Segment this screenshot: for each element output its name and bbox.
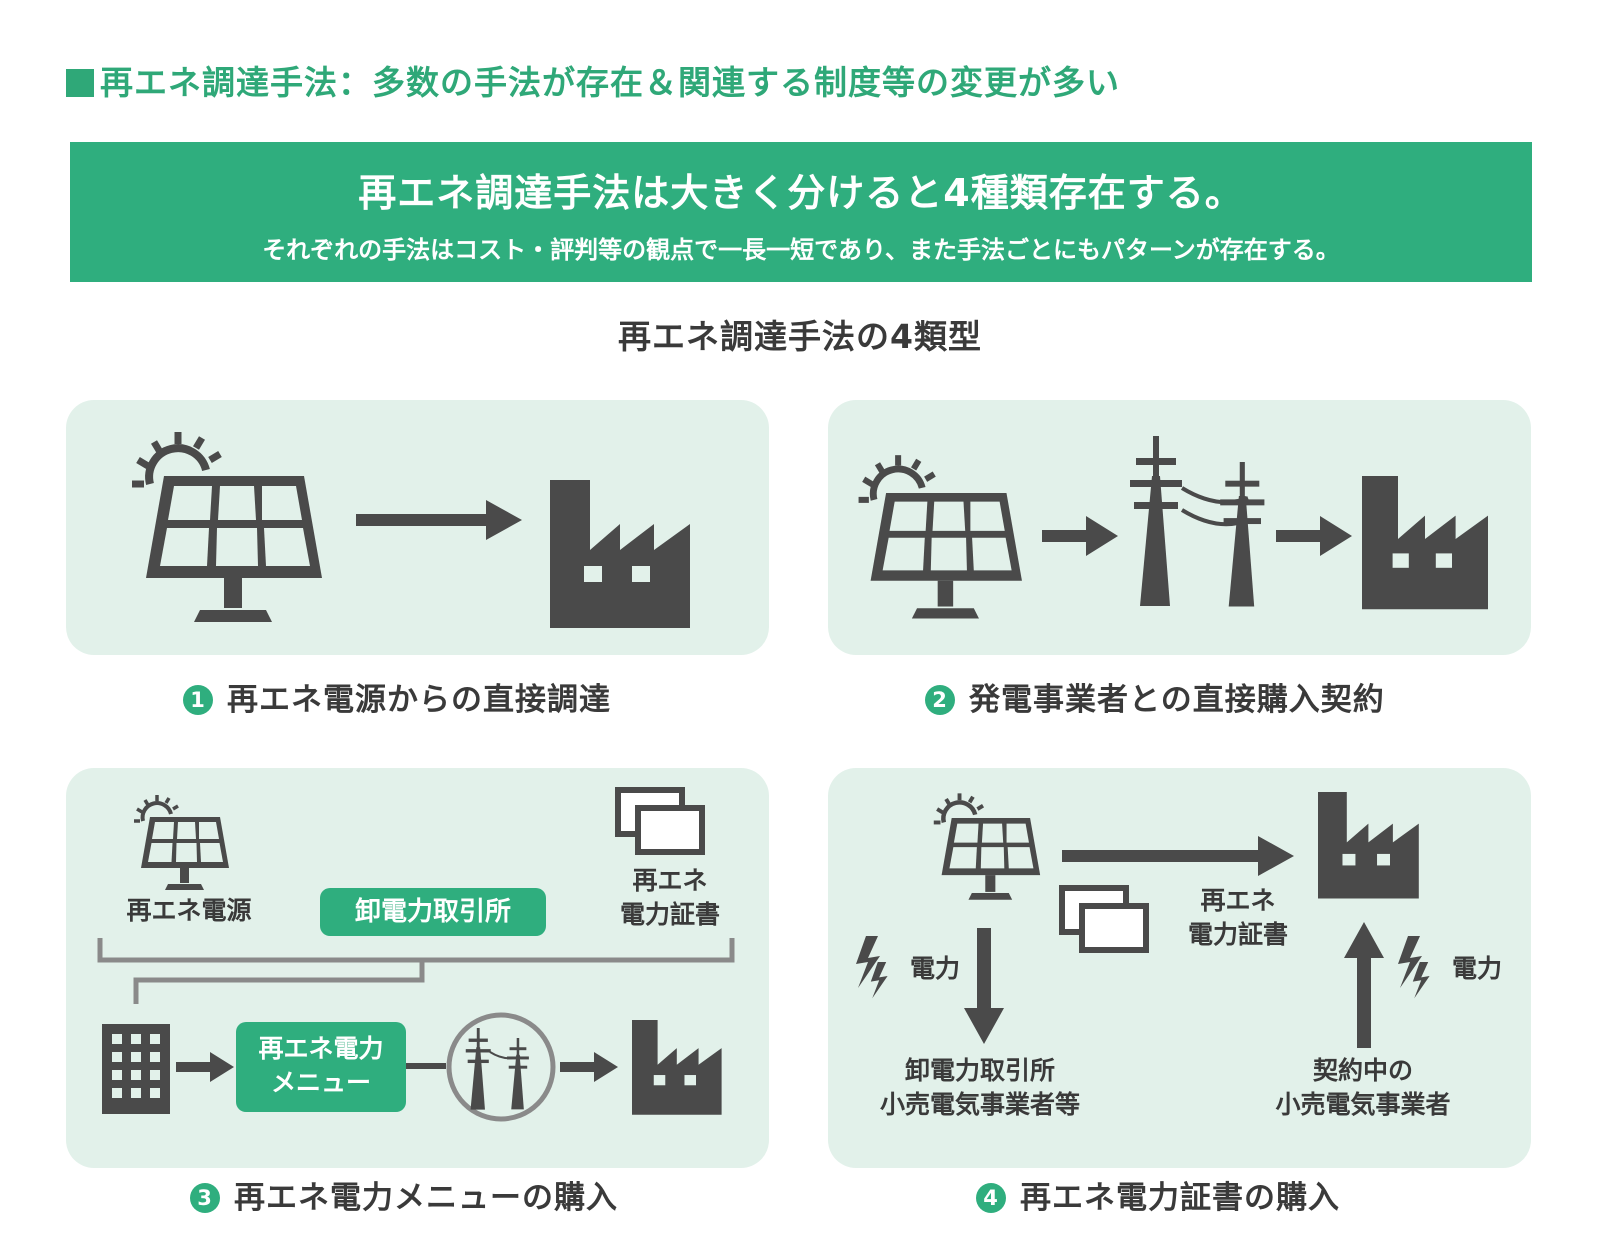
right-source-label: 契約中の 小売電気事業者 (1275, 1056, 1451, 1119)
power-left-label: 電力 (909, 954, 960, 983)
square-bullet-icon (66, 69, 94, 97)
panel-green-menu: 再エネ電源 卸電力取引所 再エネ 電力証書 再エネ電力 メニュー (66, 768, 769, 1168)
page-heading-text: 再エネ調達手法：多数の手法が存在＆関連する制度等の変更が多い (100, 63, 1120, 102)
solar-panel-icon (136, 426, 336, 626)
source-label: 再エネ電源 (126, 896, 252, 925)
wholesale-market-box: 卸電力取引所 (320, 888, 546, 936)
power-right-label: 電力 (1451, 954, 1502, 983)
caption-type-2: 2 発電事業者との直接購入契約 (925, 674, 1385, 719)
caption-text-2: 発電事業者との直接購入契約 (969, 682, 1385, 718)
factory-icon (550, 480, 690, 628)
arrow-right-icon (560, 1052, 618, 1082)
banner-main-text: 再エネ調達手法は大きく分けると4種類存在する。 (358, 171, 1244, 215)
building-icon (102, 1024, 170, 1114)
caption-type-1: 1 再エネ電源からの直接調達 (183, 674, 611, 719)
arrow-right-icon (176, 1052, 234, 1082)
section-title: 再エネ調達手法の4類型 (618, 317, 982, 356)
solar-panel-icon (862, 450, 1042, 630)
arrow-up-icon (1344, 922, 1384, 1048)
caption-text-4: 再エネ電力証書の購入 (1020, 1180, 1340, 1216)
panel-direct-procurement (66, 400, 769, 655)
power-tower-icon (1130, 436, 1265, 607)
banner-sub-text: それぞれの手法はコスト・評判等の観点で一長一短であり、また手法ごとにもパターンが… (262, 236, 1340, 264)
solar-panel-icon (936, 790, 1046, 900)
certificate-label: 再エネ 電力証書 (619, 866, 720, 929)
green-menu-box: 再エネ電力 メニュー (236, 1022, 406, 1112)
factory-icon (632, 1020, 722, 1115)
panel-certificate: 再エネ 電力証書 電力 卸電力取引所 小売電気事業者等 電力 契約中の 小売電気… (828, 768, 1531, 1168)
left-destination-label: 卸電力取引所 小売電気事業者等 (879, 1056, 1080, 1119)
arrow-right-icon (1276, 516, 1352, 556)
number-badge-3: 3 (190, 1183, 220, 1213)
arrow-right-icon (1042, 516, 1118, 556)
grid-circle-icon (446, 1012, 556, 1122)
lightning-icon (1398, 936, 1430, 999)
number-badge-4: 4 (976, 1183, 1006, 1213)
certificate-icon (1062, 888, 1162, 968)
certificate-icon (618, 790, 718, 870)
caption-type-4: 4 再エネ電力証書の購入 (976, 1172, 1340, 1217)
arrow-right-icon (356, 500, 522, 540)
lightning-icon (856, 936, 888, 999)
page-heading: 再エネ調達手法：多数の手法が存在＆関連する制度等の変更が多い (66, 56, 1120, 104)
certificate-label: 再エネ 電力証書 (1187, 886, 1288, 949)
number-badge-2: 2 (925, 685, 955, 715)
summary-banner: 再エネ調達手法は大きく分けると4種類存在する。 それぞれの手法はコスト・評判等の… (70, 142, 1532, 282)
factory-icon (1318, 792, 1419, 899)
number-badge-1: 1 (183, 685, 213, 715)
caption-text-1: 再エネ電源からの直接調達 (227, 682, 611, 718)
factory-icon (1362, 476, 1488, 610)
arrow-right-icon (1062, 836, 1294, 876)
connector-line (406, 1063, 446, 1069)
caption-type-3: 3 再エネ電力メニューの購入 (190, 1172, 618, 1217)
bracket-connector (97, 938, 735, 1004)
caption-text-3: 再エネ電力メニューの購入 (234, 1180, 618, 1216)
solar-panel-icon (132, 793, 231, 892)
panel-direct-ppa (828, 400, 1531, 655)
arrow-down-icon (964, 928, 1004, 1044)
